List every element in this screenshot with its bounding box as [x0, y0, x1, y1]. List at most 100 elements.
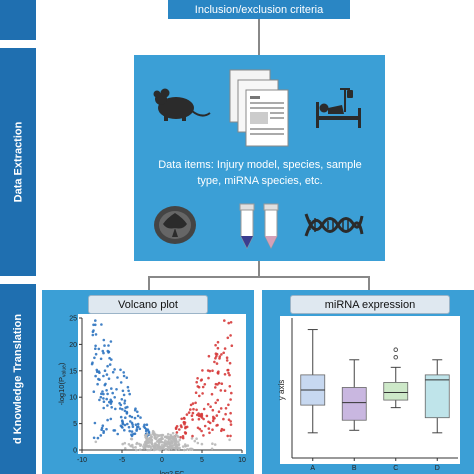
volcano-point-up [195, 380, 198, 384]
volcano-point-down [127, 425, 131, 429]
volcano-point-up [218, 355, 222, 358]
volcano-point-up [189, 403, 193, 407]
volcano-point-up [228, 361, 232, 365]
volcano-point-up [211, 369, 214, 372]
volcano-point-up [191, 434, 194, 438]
volcano-point-up [230, 391, 233, 395]
volcano-point-down [118, 407, 122, 410]
volcano-point-ns [186, 447, 189, 451]
volcano-point-up [211, 408, 215, 412]
volcano-point-up [198, 394, 201, 398]
volcano-point-up [214, 352, 218, 355]
volcano-point-up [222, 351, 225, 355]
volcano-point-down [118, 402, 121, 405]
volcano-point-down [106, 392, 109, 396]
volcano-point-ns [183, 448, 186, 452]
volcano-point-down [94, 323, 97, 327]
volcano-point-up [179, 436, 182, 439]
sidebar-data-extraction: Data Extraction [0, 48, 36, 276]
volcano-y-label: -log10(Pvalue) [57, 362, 68, 405]
volcano-point-up [214, 401, 217, 405]
volcano-point-up [219, 389, 223, 392]
volcano-point-ns [155, 440, 159, 443]
volcano-point-down [103, 383, 107, 387]
volcano-point-up [189, 408, 192, 411]
volcano-point-ns [176, 434, 179, 438]
volcano-point-up [225, 356, 229, 359]
volcano-point-ns [160, 433, 164, 437]
volcano-point-up [220, 429, 223, 433]
volcano-title-text: Volcano plot [118, 298, 178, 311]
volcano-point-up [223, 319, 226, 322]
volcano-point-down [120, 398, 124, 401]
volcano-point-down [91, 361, 94, 364]
volcano-point-ns [94, 440, 98, 444]
volcano-point-up [224, 412, 227, 416]
volcano-point-down [131, 425, 135, 428]
volcano-point-up [211, 428, 214, 431]
volcano-point-down [126, 422, 129, 426]
volcano-point-ns [132, 446, 135, 449]
volcano-point-down [101, 424, 105, 427]
criteria-box: Inclusion/exclusion criteria [168, 0, 350, 19]
volcano-x-tick-label: 10 [238, 457, 246, 464]
volcano-point-ns [135, 442, 138, 446]
volcano-point-down [130, 421, 134, 425]
volcano-point-ns [154, 444, 158, 447]
volcano-point-up [229, 321, 233, 324]
volcano-point-up [194, 401, 197, 405]
volcano-point-up [213, 360, 216, 364]
volcano-point-down [100, 426, 104, 430]
volcano-point-down [96, 382, 99, 386]
volcano-point-ns [148, 448, 152, 452]
volcano-point-down [92, 436, 96, 440]
volcano-point-down [110, 406, 113, 409]
volcano-point-up [196, 426, 200, 430]
volcano-point-up [220, 382, 224, 385]
volcano-point-down [145, 423, 149, 426]
volcano-point-ns [169, 433, 172, 437]
volcano-point-ns [174, 437, 178, 440]
volcano-point-up [226, 434, 229, 438]
volcano-point-up [228, 373, 231, 377]
volcano-point-down [102, 406, 105, 410]
volcano-point-up [202, 417, 205, 421]
volcano-point-up [224, 407, 228, 410]
volcano-point-down [128, 414, 132, 418]
volcano-point-ns [172, 446, 175, 450]
volcano-point-up [217, 381, 221, 385]
volcano-point-down [137, 425, 140, 429]
volcano-point-down [134, 407, 137, 410]
volcano-point-down [97, 377, 100, 381]
volcano-point-ns [164, 448, 167, 451]
volcano-point-up [206, 403, 210, 406]
volcano-point-ns [139, 444, 142, 447]
volcano-point-ns [167, 437, 171, 441]
volcano-point-down [99, 357, 103, 361]
volcano-point-down [116, 432, 119, 436]
volcano-point-up [202, 407, 206, 411]
volcano-point-down [102, 400, 106, 403]
volcano-point-up [192, 407, 195, 411]
volcano-point-down [105, 427, 108, 431]
volcano-point-down [125, 410, 129, 414]
volcano-point-ns [160, 443, 164, 447]
volcano-point-ns [154, 442, 157, 445]
volcano-point-down [146, 428, 150, 431]
volcano-point-up [191, 411, 195, 415]
volcano-point-down [110, 387, 113, 390]
volcano-point-ns [129, 444, 132, 448]
volcano-point-up [175, 431, 179, 434]
boxplot-category-label: C [393, 465, 398, 472]
volcano-point-down [139, 416, 142, 419]
volcano-point-ns [156, 446, 160, 449]
volcano-y-tick-label: 10 [69, 395, 77, 402]
volcano-point-down [102, 431, 105, 434]
volcano-point-up [225, 359, 229, 362]
volcano-point-ns [166, 435, 169, 439]
volcano-point-down [129, 420, 132, 423]
volcano-point-ns [195, 437, 198, 440]
volcano-point-up [222, 428, 226, 432]
volcano-point-up [211, 419, 215, 423]
volcano-point-down [123, 428, 126, 432]
